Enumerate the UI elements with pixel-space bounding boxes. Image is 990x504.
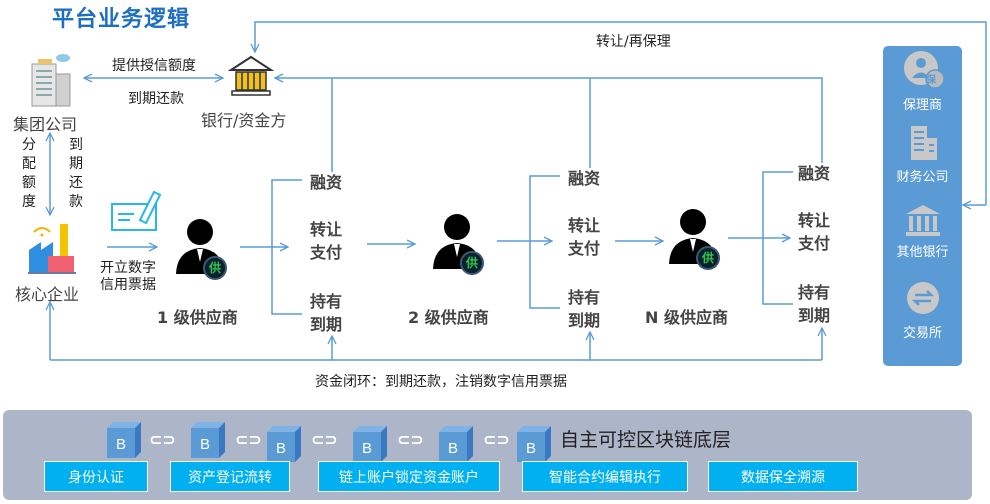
supplier-badge: 供	[460, 251, 484, 275]
supplier-n[interactable]: 供	[666, 208, 726, 272]
sidebar-label: 其他银行	[896, 245, 949, 260]
repay-label: 到期还款	[128, 91, 184, 107]
group-company-icon	[31, 54, 71, 107]
issue-bill-label: 开立数字信用票据	[100, 260, 156, 293]
person-icon	[433, 214, 481, 269]
feature-account-lock[interactable]: 链上账户锁定资金账户	[318, 461, 500, 492]
block-icon: B	[107, 422, 141, 458]
factory-icon	[28, 224, 76, 274]
hold-maturity-label: 持有到期	[798, 283, 831, 325]
bank-icon	[228, 55, 274, 96]
exchange-icon	[906, 282, 939, 314]
chain-link-icon: ⊂⊃	[149, 430, 176, 449]
blockchain-layer-title: 自主可控区块链底层	[560, 429, 732, 451]
supplier-2[interactable]: 供	[430, 213, 490, 277]
supplier-1[interactable]: 供	[173, 218, 233, 282]
chain-link-icon: ⊂⊃	[235, 430, 262, 449]
svg-text:B: B	[276, 440, 286, 457]
finance-label: 融资	[568, 169, 601, 188]
block-icon: B	[439, 426, 473, 462]
sidebar-item-other-banks[interactable]: 其他银行	[883, 203, 962, 260]
sidebar-item-exchange[interactable]: 交易所	[883, 280, 962, 341]
feature-identity-auth[interactable]: 身份认证	[44, 461, 148, 492]
feature-asset-registration[interactable]: 资产登记流转	[170, 461, 290, 492]
fund-loop-label: 资金闭环：到期还款，注销数字信用票据	[315, 374, 567, 390]
bank-label: 银行/资金方	[201, 111, 287, 130]
sign-check-icon	[111, 190, 162, 231]
building-icon	[910, 126, 937, 160]
supplier-2-label: 2 级供应商	[408, 308, 489, 327]
chain-link-icon: ⊂⊃	[483, 430, 510, 449]
svg-text:B: B	[448, 440, 458, 457]
hold-maturity-label: 持有到期	[310, 292, 343, 334]
sidebar-item-factor[interactable]: 保 保理商	[883, 50, 962, 113]
sidebar-label: 保理商	[902, 98, 942, 113]
block-icon: B	[517, 426, 551, 462]
svg-text:B: B	[526, 440, 536, 457]
group-company-label: 集团公司	[13, 115, 78, 134]
blockchain-layer-panel: B ⊂⊃ B ⊂⊃ B ⊂⊃ B ⊂⊃ B ⊂⊃ B 自主可控区块链底层 身份认…	[3, 410, 972, 500]
supplier-badge: 供	[696, 246, 720, 270]
chain-link-icon: ⊂⊃	[397, 430, 424, 449]
page-title: 平台业务逻辑	[52, 7, 191, 32]
feature-smart-contract[interactable]: 智能合约编辑执行	[522, 461, 688, 492]
core-enterprise-label: 核心企业	[15, 285, 80, 304]
finance-label: 融资	[798, 164, 831, 183]
transfer-pay-label: 转让支付	[310, 220, 343, 262]
institution-sidebar: 保 保理商 财务公司 其他银行 交易所	[883, 46, 962, 366]
supplier-badge: 供	[203, 256, 227, 280]
bank-icon	[905, 205, 940, 236]
svg-text:B: B	[362, 440, 372, 457]
feature-data-traceability[interactable]: 数据保全溯源	[708, 461, 858, 492]
sidebar-item-finance-company[interactable]: 财务公司	[883, 124, 962, 185]
due-repay-label: 到期还款	[69, 137, 83, 210]
transfer-pay-label: 转让支付	[568, 216, 601, 258]
allocate-quota-label: 分配额度	[22, 137, 36, 210]
factor-badge: 保	[926, 75, 936, 86]
svg-text:B: B	[200, 436, 210, 453]
block-icon: B	[191, 422, 225, 458]
block-icon: B	[353, 426, 387, 462]
factor-icon	[903, 51, 945, 89]
hold-maturity-label: 持有到期	[568, 288, 601, 330]
chain-link-icon: ⊂⊃	[311, 430, 338, 449]
sidebar-label: 财务公司	[896, 170, 949, 185]
transfer-refactor-label: 转让/再保理	[596, 34, 671, 50]
supplier-1-label: 1 级供应商	[157, 308, 238, 327]
finance-label: 融资	[310, 173, 343, 192]
transfer-pay-label: 转让支付	[798, 211, 831, 253]
sidebar-label: 交易所	[902, 326, 942, 341]
provide-credit-label: 提供授信额度	[112, 58, 196, 74]
svg-text:B: B	[116, 436, 126, 453]
supplier-n-label: N 级供应商	[645, 308, 728, 327]
block-icon: B	[267, 426, 301, 462]
